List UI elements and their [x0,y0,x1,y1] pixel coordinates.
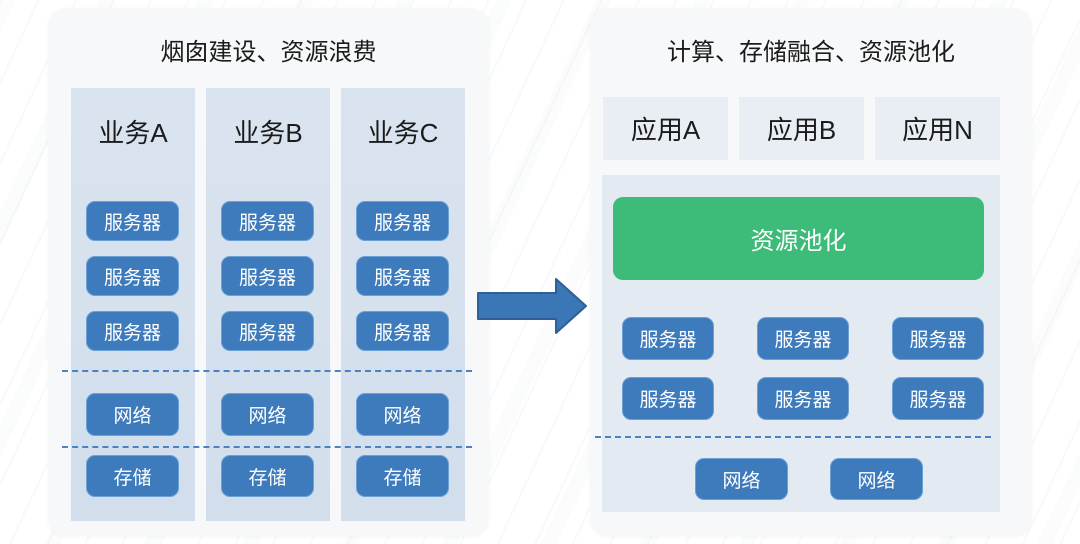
business-column-c: 业务C 服务器 服务器 服务器 网络 存储 [341,88,465,521]
pooled-architecture-panel: 计算、存储融合、资源池化 应用A 应用B 应用N 资源池化 服务器 服务器 服务… [590,8,1032,536]
network-box: 网络 [86,393,179,436]
network-box: 网络 [356,393,449,436]
network-box: 网络 [221,393,314,436]
business-column-title: 业务C [367,118,439,148]
silo-panel-title: 烟囱建设、资源浪费 [160,39,377,66]
app-box: 应用A [603,97,728,160]
server-box: 服务器 [757,317,849,360]
silo-architecture-panel: 烟囱建设、资源浪费 业务A 服务器 服务器 服务器 网络 存储 业务B 服务器 … [48,8,489,536]
right-block-arrow-icon [477,278,587,334]
network-separator-dashed-line [62,370,472,372]
network-box: 网络 [695,458,788,500]
server-box: 服务器 [86,201,179,241]
app-box: 应用B [739,97,864,160]
app-row: 应用A 应用B 应用N [603,97,1000,160]
business-column-a: 业务A 服务器 服务器 服务器 网络 存储 [71,88,195,521]
server-box: 服务器 [757,377,849,420]
network-separator-dashed-line [595,436,991,438]
server-box: 服务器 [356,256,449,296]
server-box: 服务器 [892,317,984,360]
business-column-title: 业务B [233,118,303,148]
server-box: 服务器 [892,377,984,420]
pooled-panel-title: 计算、存储融合、资源池化 [667,39,955,66]
server-box: 服务器 [622,377,714,420]
resource-pool-box: 资源池化 [613,197,984,280]
server-box: 服务器 [221,311,314,351]
server-box: 服务器 [622,317,714,360]
server-box: 服务器 [356,311,449,351]
business-column-title: 业务A [98,118,168,148]
server-box: 服务器 [221,256,314,296]
storage-separator-dashed-line [62,446,472,448]
app-box: 应用N [875,97,1000,160]
storage-box: 存储 [356,455,449,497]
server-box: 服务器 [356,201,449,241]
server-box: 服务器 [86,311,179,351]
server-box: 服务器 [221,201,314,241]
network-box: 网络 [830,458,923,500]
storage-box: 存储 [221,455,314,497]
resource-pool-container: 资源池化 服务器 服务器 服务器 服务器 服务器 服务器 网络 网络 [602,175,1000,512]
business-column-b: 业务B 服务器 服务器 服务器 网络 存储 [206,88,330,521]
server-box: 服务器 [86,256,179,296]
storage-box: 存储 [86,455,179,497]
